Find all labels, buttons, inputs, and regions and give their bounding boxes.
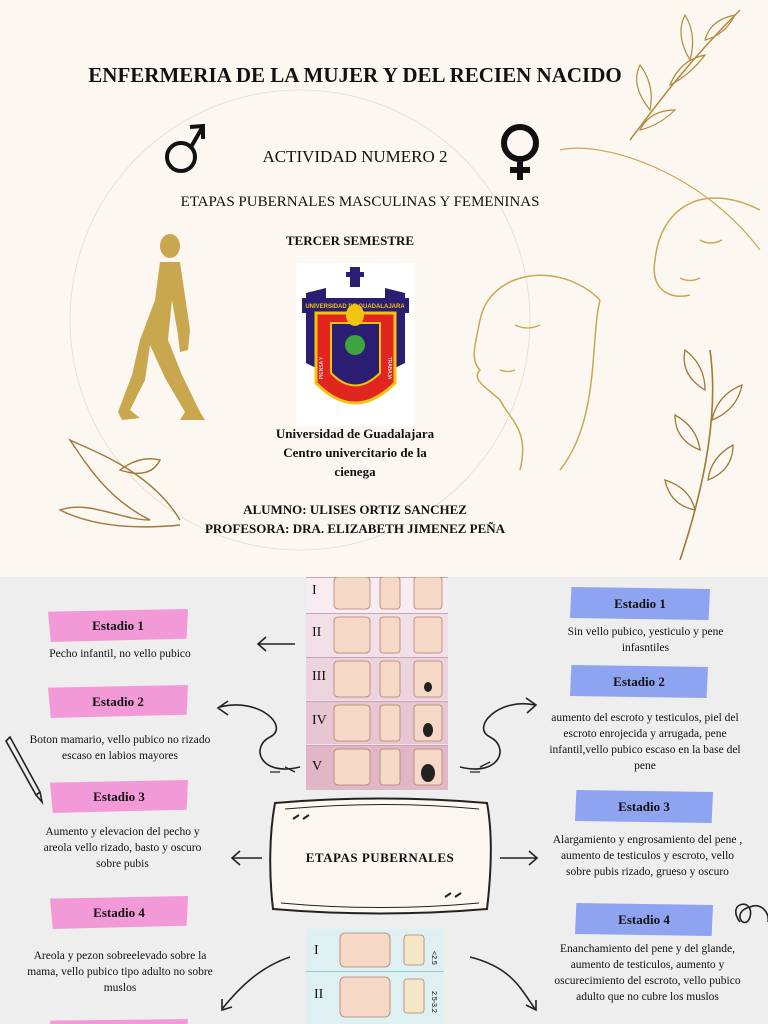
semester: TERCER SEMESTRE xyxy=(285,233,415,248)
male-numeral-2: II xyxy=(314,987,324,1002)
diagram-arrows xyxy=(5,636,768,1012)
university-name: Universidad de Guadalajara xyxy=(275,426,435,441)
female-stage-1-desc: Pecho infantil, no vello pubico xyxy=(49,648,191,660)
university-crest: UNIVERSIDAD DE GUADALAJARA PIENSA Y TRAB… xyxy=(296,263,415,426)
crest-motto-right: TRABAJA xyxy=(386,357,392,380)
female-stages-image: I II III IV V xyxy=(306,577,448,790)
female-stage-3-desc: Aumento y elevacion del pecho y areola v… xyxy=(43,826,202,870)
cover-section: ENFERMERIA DE LA MUJER Y DEL RECIEN NACI… xyxy=(0,0,768,577)
topic-title: ETAPAS PUBERNALES MASCULINAS Y FEMENINAS xyxy=(180,194,540,210)
male-stage-1-label: Estadio 1 xyxy=(570,587,710,620)
female-stage-3-label: Estadio 3 xyxy=(50,780,188,813)
activity-number: ACTIVIDAD NUMERO 2 xyxy=(262,147,448,166)
campus-line-2: cienega xyxy=(334,464,376,479)
male-stage-3-desc: Alargamiento y engrosamiento del pene , … xyxy=(552,834,743,878)
female-stage-2-desc: Boton mamario, vello pubico no rizado es… xyxy=(29,734,211,762)
female-stage-1-label: Estadio 1 xyxy=(48,609,188,642)
page-title: ENFERMERIA DE LA MUJER Y DEL RECIEN NACI… xyxy=(88,63,622,87)
teacher-name: PROFESORA: DRA. ELIZABETH JIMENEZ PEÑA xyxy=(204,521,506,536)
center-frame xyxy=(269,797,492,915)
diagram-section: I II III IV V I II <2.5 xyxy=(0,577,768,1024)
female-stage-4-desc: Areola y pezon sobreelevado sobre la mam… xyxy=(27,950,213,994)
male-stage-4-desc: Enanchamiento del pene y del glande, aum… xyxy=(554,943,741,1003)
male-stage-3-label: Estadio 3 xyxy=(575,790,713,823)
male-symbol-icon xyxy=(165,123,205,173)
numeral-5: V xyxy=(312,759,323,774)
campus-line-1: Centro univercitario de la xyxy=(283,445,427,460)
male-stage-2-label: Estadio 2 xyxy=(570,665,708,698)
crest-motto-left: PIENSA Y xyxy=(319,356,325,379)
university-info: Universidad de Guadalajara Centro univer… xyxy=(250,424,460,481)
male-numeral-1: I xyxy=(314,943,319,958)
numeral-3: III xyxy=(312,669,326,684)
numeral-4: IV xyxy=(312,713,327,728)
crest-text: UNIVERSIDAD DE GUADALAJARA xyxy=(305,304,405,310)
female-symbol-icon xyxy=(501,124,539,180)
numeral-1: I xyxy=(312,583,317,598)
numeral-2: II xyxy=(312,625,322,640)
male-stage-2-desc: aumento del escroto y testiculos, piel d… xyxy=(549,712,741,772)
male-volume-1: <2.5 xyxy=(430,951,437,965)
female-stage-2-label: Estadio 2 xyxy=(48,685,188,718)
student-name: ALUMNO: ULISES ORTIZ SANCHEZ xyxy=(243,502,467,517)
authors: ALUMNO: ULISES ORTIZ SANCHEZ PROFESORA: … xyxy=(130,500,580,538)
male-stages-image: I II <2.5 2.5-3.2 xyxy=(306,929,444,1024)
male-volume-2: 2.5-3.2 xyxy=(430,991,437,1013)
male-stage-4-label: Estadio 4 xyxy=(575,903,713,936)
male-figures: <2.5 2.5-3.2 xyxy=(306,932,444,1018)
walking-man-icon xyxy=(118,234,205,420)
female-stage-4-label: Estadio 4 xyxy=(50,896,188,929)
decorative-line-art xyxy=(58,9,761,561)
torso-figures xyxy=(333,577,443,786)
female-stage-5-label-partial xyxy=(50,1019,188,1024)
center-label: ETAPAS PUBERNALES xyxy=(305,850,455,865)
male-stage-1-desc: Sin vello pubico, yesticulo y pene infas… xyxy=(567,626,724,654)
